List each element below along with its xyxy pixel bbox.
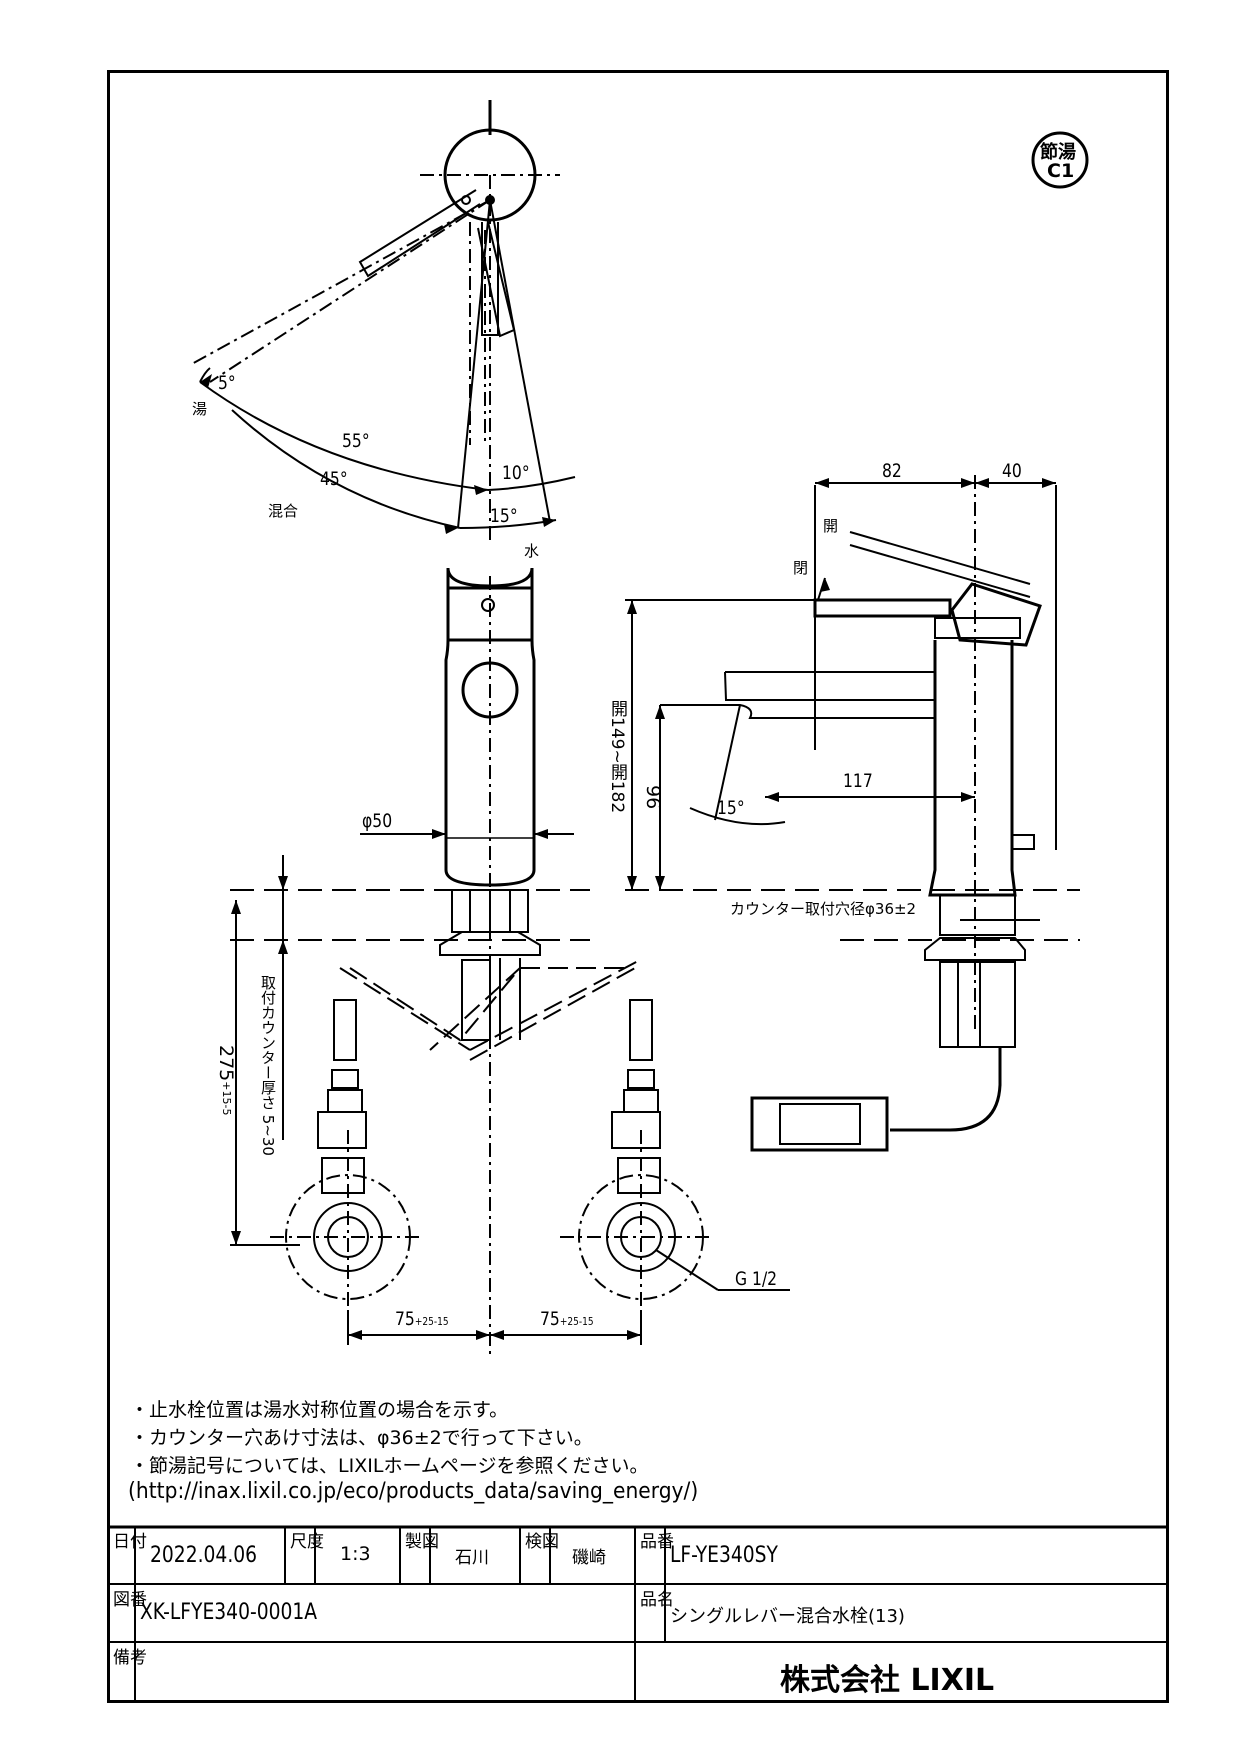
part-no-value: LF-YE340SY	[670, 1543, 778, 1568]
part-no-header: 品番	[640, 1532, 674, 1552]
height-range-label: 開149~開182	[607, 700, 627, 814]
remarks-header: 備考	[113, 1648, 147, 1668]
front-view	[230, 567, 790, 1355]
drawing-frame	[107, 70, 1169, 1703]
date-value: 2022.04.06	[150, 1543, 258, 1568]
counter-hole-label: カウンター取付穴径φ36±2	[730, 900, 917, 918]
top-view	[189, 100, 576, 540]
reach-117-label: 117	[843, 770, 873, 792]
spout-height-label: 96	[642, 785, 664, 810]
product-name-header: 品名	[640, 1590, 674, 1610]
spacing-left-label: 75+25-15	[395, 1308, 449, 1330]
checked-header: 検図	[525, 1532, 559, 1552]
checked-value: 磯崎	[572, 1548, 606, 1568]
note-2: ・カウンター穴あけ寸法は、φ36±2で行って下さい。	[130, 1427, 593, 1449]
scale-value: 1:3	[340, 1543, 371, 1565]
drawing-no-value: XK-LFYE340-0001A	[140, 1600, 318, 1625]
mix-label: 混合	[268, 502, 299, 520]
diameter-label: φ50	[362, 810, 393, 832]
product-name-value: シングルレバー混合水栓(13)	[670, 1606, 905, 1627]
open-label: 開	[821, 518, 839, 533]
hot-label: 湯	[192, 400, 208, 418]
side-view	[625, 475, 1080, 1152]
spout-angle-label: 15°	[717, 797, 745, 819]
close-label: 閉	[791, 560, 809, 575]
date-header: 日付	[113, 1532, 147, 1552]
drawn-header: 製図	[405, 1532, 439, 1552]
drawn-value: 石川	[455, 1548, 489, 1568]
note-3: ・節湯記号については、LIXILホームページを参照ください。	[130, 1455, 649, 1477]
drawing-no-header: 図番	[113, 1590, 147, 1610]
company-logo: 株式会社 LIXIL	[780, 1663, 995, 1698]
angle-45-label: 45°	[320, 468, 348, 490]
height-275-label: 275+15-5	[215, 1045, 237, 1116]
note-1: ・止水栓位置は湯水対称位置の場合を示す。	[130, 1399, 509, 1421]
spacing-right-label: 75+25-15	[540, 1308, 594, 1330]
counter-thickness-label: 取付カウンター厚さ 5~30	[259, 975, 277, 1156]
scale-header: 尺度	[290, 1532, 324, 1552]
dim-40-label: 40	[1002, 460, 1022, 482]
angle-5-label: 5°	[218, 372, 236, 394]
angle-55-label: 55°	[342, 430, 370, 452]
angle-15-label: 15°	[490, 505, 518, 527]
note-url: (http://inax.lixil.co.jp/eco/products_da…	[128, 1479, 699, 1504]
water-saving-badge-line1: 節湯	[1040, 142, 1076, 163]
cold-label: 水	[524, 542, 540, 560]
water-saving-badge-line2: C1	[1047, 160, 1075, 182]
angle-10-label: 10°	[502, 462, 530, 484]
thread-label: G 1/2	[735, 1268, 778, 1290]
dim-82-label: 82	[882, 460, 902, 482]
